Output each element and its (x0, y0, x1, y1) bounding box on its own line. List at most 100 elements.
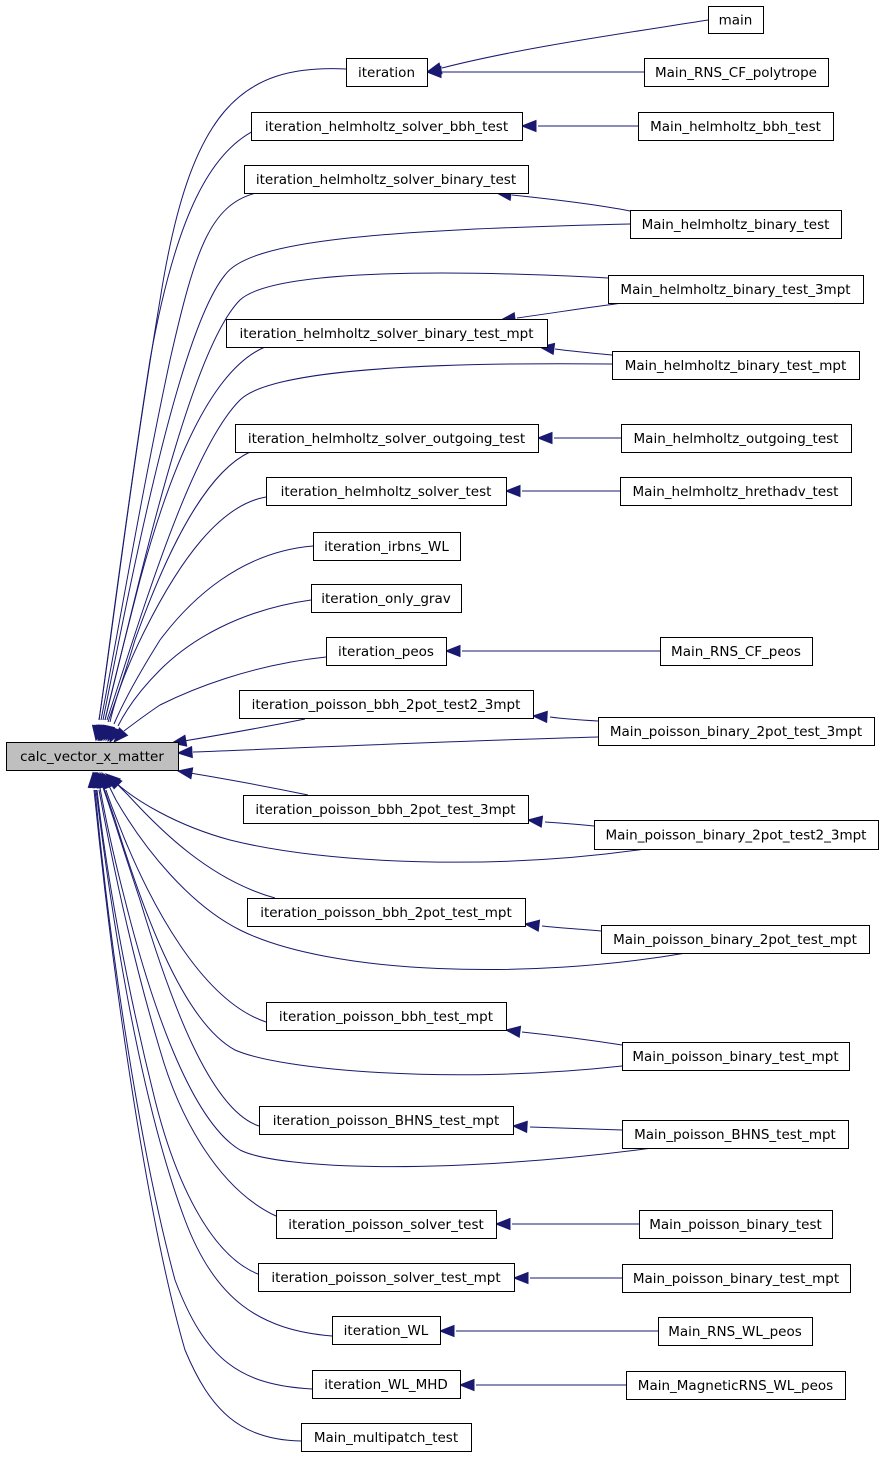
node-m_pbinm[interactable]: Main_poisson_binary_test_mpt (622, 1042, 850, 1071)
edge-m_pbin-to-it_pst (494, 1217, 639, 1231)
root-node[interactable]: calc_vector_x_matter (6, 742, 179, 771)
node-it_bhns[interactable]: iteration_poisson_BHNS_test_mpt (259, 1106, 514, 1135)
node-label: Main_poisson_binary_2pot_test_mpt (613, 932, 857, 948)
edge-line (549, 716, 599, 722)
edge-m_binmpt-to-it_binmpt (538, 342, 613, 356)
node-box (243, 795, 529, 824)
node-m_wlpeos[interactable]: Main_RNS_WL_peos (658, 1317, 813, 1346)
node-label: Main_poisson_binary_test (649, 1217, 822, 1233)
node-it_pstm[interactable]: iteration_poisson_solver_test_mpt (258, 1263, 515, 1292)
arrowhead-icon (504, 484, 521, 498)
node-m_hreth[interactable]: Main_helmholtz_hrethadv_test (620, 477, 852, 506)
edge-m_bhns-to-it_bhns (511, 1120, 623, 1134)
node-box (639, 1210, 833, 1239)
edge-m_p2pot23-to-it_p3 (526, 815, 595, 828)
arrowhead-icon (536, 431, 553, 445)
node-label: iteration_poisson_solver_test_mpt (271, 1270, 500, 1286)
edge-line (98, 789, 277, 1217)
node-it_pbbh[interactable]: iteration_poisson_bbh_test_mpt (266, 1002, 507, 1031)
edge-line (113, 545, 314, 725)
node-it_irbns[interactable]: iteration_irbns_WL (313, 532, 461, 561)
edge-line (94, 789, 313, 1390)
node-label: iteration_poisson_bbh_2pot_test_mpt (260, 905, 512, 921)
edge-m_wlpeos-to-it_wl (438, 1324, 658, 1338)
node-m_bbh[interactable]: Main_helmholtz_bbh_test (638, 112, 834, 141)
node-m_cfpeos[interactable]: Main_RNS_CF_peos (660, 637, 813, 666)
node-box (622, 1264, 851, 1293)
node-box (622, 1042, 850, 1071)
node-box (251, 112, 523, 141)
node-m_binmpt[interactable]: Main_helmholtz_binary_test_mpt (612, 351, 860, 380)
node-it_out[interactable]: iteration_helmholtz_solver_outgoing_test (235, 424, 539, 453)
node-m_cfpoly[interactable]: Main_RNS_CF_polytrope (644, 58, 829, 87)
edge-line (192, 736, 599, 753)
node-box (226, 319, 548, 348)
node-box (660, 637, 813, 666)
node-label: Main_helmholtz_binary_test (642, 217, 830, 233)
node-box (658, 1317, 813, 1346)
node-it_pm[interactable]: iteration_poisson_bbh_2pot_test_mpt (247, 898, 526, 927)
edge-line (541, 925, 602, 932)
node-it_p3[interactable]: iteration_poisson_bbh_2pot_test_3mpt (243, 795, 529, 824)
node-it_p2[interactable]: iteration_poisson_bbh_2pot_test2_3mpt (239, 690, 534, 719)
node-m_multi[interactable]: Main_multipatch_test (301, 1423, 472, 1452)
node-it_hst[interactable]: iteration_helmholtz_solver_test (266, 477, 507, 506)
node-m_bin[interactable]: Main_helmholtz_binary_test (630, 210, 842, 239)
edge-m_multi-to-calc (87, 771, 302, 1442)
edge-line (516, 302, 624, 319)
node-m_pbinm2[interactable]: Main_poisson_binary_test_mpt (622, 1264, 851, 1293)
node-label: Main_helmholtz_binary_test_3mpt (620, 282, 850, 298)
node-box (644, 58, 829, 87)
node-it_grav[interactable]: iteration_only_grav (311, 584, 462, 613)
edges-layer (87, 19, 709, 1442)
node-box (601, 925, 870, 954)
node-it_bin[interactable]: iteration_helmholtz_solver_binary_test (244, 165, 529, 194)
node-m_p2pot23[interactable]: Main_poisson_binary_2pot_test2_3mpt (594, 820, 879, 850)
node-it_wlmhd[interactable]: iteration_WL_MHD (312, 1370, 461, 1399)
node-m_pbin[interactable]: Main_poisson_binary_test (639, 1210, 833, 1239)
node-it_pst[interactable]: iteration_poisson_solver_test (276, 1210, 497, 1239)
node-m_bhns[interactable]: Main_poisson_BHNS_test_mpt (622, 1120, 849, 1149)
edge-line (554, 348, 613, 356)
edge-line (106, 363, 613, 721)
node-box (598, 717, 875, 746)
node-label: Main_poisson_binary_2pot_test2_3mpt (606, 828, 867, 844)
edge-m_cfpeos-to-it_peos (444, 644, 660, 658)
edge-m_p2potm-to-it_pm (523, 919, 602, 932)
node-box (622, 1120, 849, 1149)
node-m_bin3[interactable]: Main_helmholtz_binary_test_3mpt (608, 275, 864, 304)
node-m_p2pot3[interactable]: Main_poisson_binary_2pot_test_3mpt (598, 717, 875, 746)
node-m_mag[interactable]: Main_MagneticRNS_WL_peos (626, 1371, 846, 1400)
node-it_wl[interactable]: iteration_WL (332, 1316, 441, 1345)
edge-line (521, 1031, 623, 1046)
node-main[interactable]: main (708, 6, 764, 34)
node-label: Main_poisson_binary_2pot_test_3mpt (610, 724, 862, 740)
node-m_p2potm[interactable]: Main_poisson_binary_2pot_test_mpt (601, 925, 870, 954)
node-label: iteration_helmholtz_solver_test (281, 484, 492, 500)
node-label: iteration_WL_MHD (324, 1377, 448, 1393)
node-label: iteration_helmholtz_solver_binary_test (256, 172, 516, 188)
edge-m_bbh-to-it_bbh (520, 119, 638, 133)
arrowhead-icon (504, 1025, 522, 1038)
nodes-layer: calc_vector_x_matter iteration mainMain_RN… (6, 6, 879, 1452)
edge-line (107, 783, 687, 971)
node-it_peos[interactable]: iteration_peos (326, 637, 447, 666)
node-label: iteration_WL (344, 1323, 429, 1339)
arrowhead-icon (458, 1378, 475, 1392)
node-m_out[interactable]: Main_helmholtz_outgoing_test (621, 424, 852, 453)
node-it_binmpt[interactable]: iteration_helmholtz_solver_binary_test_m… (226, 319, 548, 348)
node-box (346, 58, 428, 87)
arrowhead-icon (512, 1271, 529, 1285)
node-label: Main_helmholtz_bbh_test (650, 119, 821, 135)
node-label: Main_poisson_binary_test_mpt (632, 1049, 838, 1065)
node-box (301, 1423, 472, 1452)
edge-line (101, 784, 260, 1127)
node-label: iteration_helmholtz_solver_binary_test_m… (239, 326, 533, 342)
node-it_bbh[interactable]: iteration_helmholtz_solver_bbh_test (251, 112, 523, 141)
node-box (332, 1316, 441, 1345)
node-label: Main_MagneticRNS_WL_peos (638, 1378, 833, 1394)
node-it[interactable]: iteration (346, 58, 428, 87)
edge-m_cfpoly-to-it (425, 65, 644, 79)
node-box (311, 584, 462, 613)
